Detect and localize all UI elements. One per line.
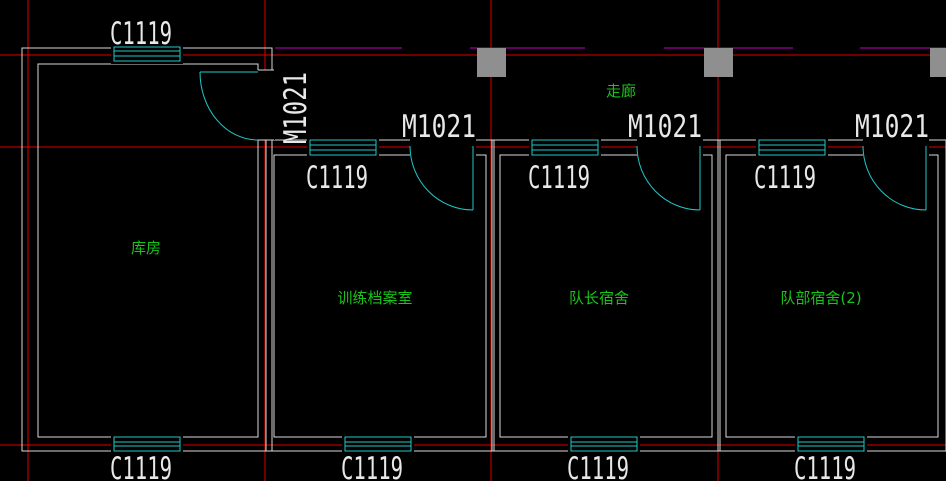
- window-bottom-3: [568, 434, 640, 454]
- door-tags: M1021 M1021 M1021 M1021: [278, 72, 929, 145]
- column: [704, 48, 733, 77]
- window-upper-3: [756, 137, 828, 157]
- window-tag-upper-1: C1119: [306, 160, 368, 196]
- window-bottom-2: [342, 434, 414, 454]
- room-label-training-archive: 训练档案室: [337, 289, 412, 307]
- column: [477, 48, 506, 77]
- door-tag-room-2: M1021: [628, 109, 702, 145]
- door-tag-room-3: M1021: [855, 109, 929, 145]
- window-top-storage: [111, 44, 183, 64]
- door-tag-storage-side: M1021: [278, 72, 314, 144]
- door-room-1: [409, 138, 476, 211]
- column: [930, 48, 946, 77]
- window-tags: C1119 C1119 C1119 C1119 C1119 C1119 C111…: [110, 16, 856, 481]
- window-bottom-1: [111, 434, 183, 454]
- window-tag-bottom-3: C1119: [567, 451, 629, 481]
- room-label-captain-dorm: 队长宿舍: [569, 289, 629, 307]
- door-tag-room-1: M1021: [402, 109, 476, 145]
- columns: [477, 48, 946, 77]
- doors: [199, 69, 929, 211]
- window-upper-2: [529, 137, 601, 157]
- room-label-storage: 库房: [131, 239, 161, 257]
- window-bottom-4: [795, 434, 867, 454]
- door-room-3: [862, 138, 929, 211]
- window-tag-top-storage: C1119: [110, 16, 172, 52]
- windows: [111, 44, 867, 454]
- room-label-team-dorm-2: 队部宿舍(2): [780, 289, 861, 307]
- window-tag-bottom-1: C1119: [110, 451, 172, 481]
- window-upper-1: [307, 137, 379, 157]
- room-labels: 库房 走廊 训练档案室 队长宿舍 队部宿舍(2): [131, 82, 862, 307]
- door-storage-side: [199, 69, 275, 141]
- window-tag-bottom-2: C1119: [341, 451, 403, 481]
- room-label-corridor: 走廊: [606, 82, 636, 100]
- window-tag-upper-2: C1119: [528, 160, 590, 196]
- window-tag-upper-3: C1119: [754, 160, 816, 196]
- window-tag-bottom-4: C1119: [794, 451, 856, 481]
- door-room-2: [636, 138, 703, 211]
